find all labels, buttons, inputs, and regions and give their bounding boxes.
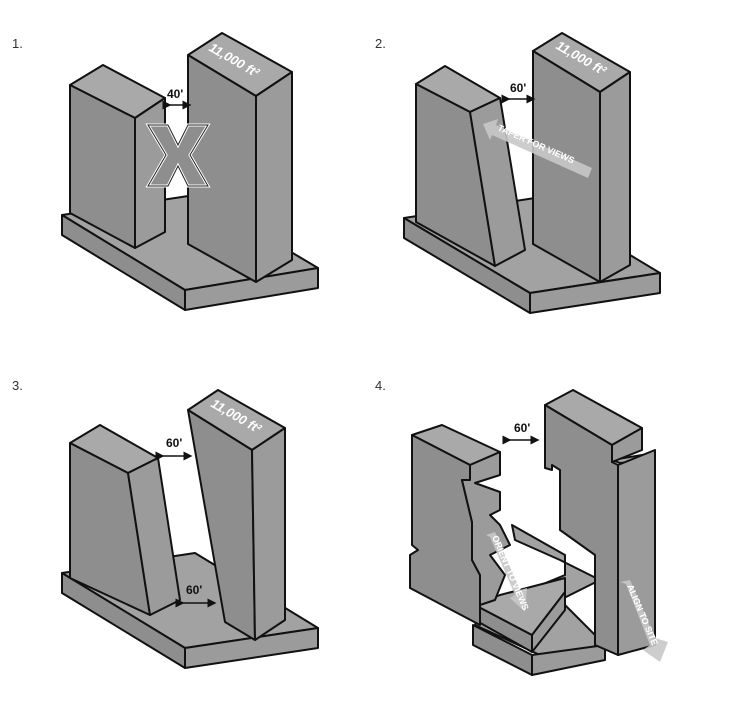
gap-dimension: 60' xyxy=(510,81,526,95)
step-3-panel: 3. 11,000 ft² 60' 60' xyxy=(12,378,319,669)
left-tower-tapered xyxy=(415,65,526,267)
gap-dimension: 40' xyxy=(167,87,183,101)
right-tower-tapered: 11,000 ft² xyxy=(187,389,286,641)
left-tower-tapered xyxy=(69,424,181,616)
step-number: 1. xyxy=(12,36,23,51)
step-number: 4. xyxy=(375,378,386,393)
step-number: 2. xyxy=(375,36,386,51)
left-tower xyxy=(69,64,166,249)
right-stepped-tower xyxy=(544,389,656,656)
x-rejected-icon xyxy=(145,123,211,188)
right-tower: 11,000 ft² xyxy=(187,32,293,283)
left-stepped-tower xyxy=(409,424,511,626)
step-number: 3. xyxy=(12,378,23,393)
gap-dimension-top: 60' xyxy=(166,436,182,450)
step-4-panel: 4. 60' ORIENT TO VIEWS xyxy=(375,378,668,676)
step-2-panel: 2. 11,000 ft² 60' TAPER FOR VIEWS xyxy=(375,32,661,314)
step-1-panel: 1. 11,000 ft² 40' xyxy=(12,32,319,311)
gap-dimension: 60' xyxy=(514,421,530,435)
gap-dimension-bottom: 60' xyxy=(186,583,202,597)
